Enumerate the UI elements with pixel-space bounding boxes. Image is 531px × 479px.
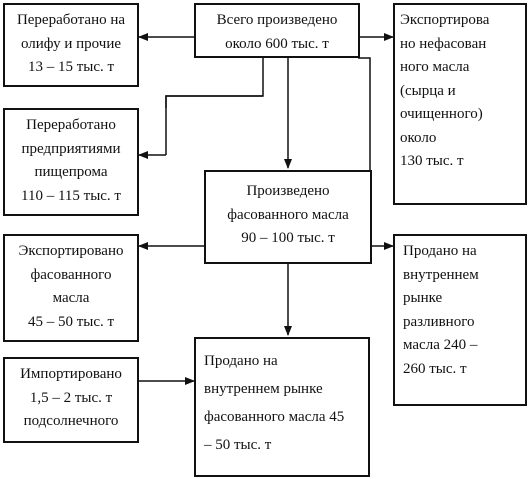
node-line: – 50 тыс. т	[204, 437, 272, 453]
node-line: внутреннем	[403, 266, 479, 283]
node-line: 1,5 – 2 тыс. т	[29, 389, 113, 406]
node-line: масла	[52, 290, 90, 306]
node-line: 130 тыс. т	[400, 153, 464, 169]
node-line: 260 тыс. т	[403, 360, 467, 377]
node-line: Импортировано	[20, 366, 122, 382]
arrow-total-to-food-industry	[165, 58, 264, 108]
node-line: олифу и прочие	[20, 35, 122, 52]
node-line: Переработано	[26, 117, 116, 133]
node-line: 90 – 100 тыс. т	[241, 230, 335, 246]
node-export-packed: Экспортировано фасованного масла 45 – 50…	[3, 234, 139, 342]
node-packed-produced: Произведено фасованного масла 90 – 100 т…	[204, 170, 372, 264]
node-line: масла 240 –	[403, 337, 478, 353]
node-line: около	[400, 129, 437, 146]
node-line: 110 – 115 тыс. т	[21, 187, 121, 204]
node-line: очищенного)	[400, 106, 483, 122]
node-line: 45 – 50 тыс. т	[27, 313, 115, 330]
arrow-food-industry-branch	[165, 95, 263, 155]
node-line: Продано на	[403, 243, 477, 259]
node-line: рынке	[403, 290, 443, 306]
node-line: Продано на	[204, 353, 278, 369]
node-imported: Импортировано 1,5 – 2 тыс. т подсолнечно…	[3, 357, 139, 443]
node-line: внутреннем рынке	[204, 381, 323, 397]
node-line: (сырца и	[400, 82, 456, 99]
node-line: разливного	[403, 313, 475, 330]
arrow-total-to-sold-bulk	[358, 57, 394, 250]
node-line: фасованного масла	[227, 206, 349, 223]
node-line: Всего произведено	[216, 12, 338, 28]
node-sold-packed: Продано на внутреннем рынке фасованного …	[194, 337, 370, 477]
node-line: Экспортировано	[18, 243, 124, 259]
node-food-industry: Переработано предприятиями пищепрома 110…	[3, 108, 139, 216]
node-line: но нефасован	[400, 35, 487, 52]
node-line: Экспортирова	[400, 12, 490, 28]
node-line: предприятиями	[21, 140, 121, 157]
node-line: около 600 тыс. т	[225, 35, 329, 52]
node-line: ного масла	[400, 59, 470, 75]
node-processed-olifa: Переработано на олифу и прочие 13 – 15 т…	[3, 3, 139, 87]
node-line: пищепрома	[34, 164, 108, 180]
node-line: подсолнечного	[23, 413, 119, 429]
node-line: фасованного масла 45	[204, 409, 345, 425]
node-line: Переработано на	[16, 12, 126, 28]
node-export-unpacked: Экспортирова но нефасован ного масла (сы…	[393, 3, 527, 205]
node-sold-bulk: Продано на внутреннем рынке разливного м…	[393, 234, 527, 406]
node-line: фасованного	[30, 266, 112, 283]
node-line: 13 – 15 тыс. т	[27, 59, 115, 75]
node-total-produced: Всего произведено около 600 тыс. т	[194, 3, 360, 58]
node-line: Произведено	[246, 183, 330, 199]
